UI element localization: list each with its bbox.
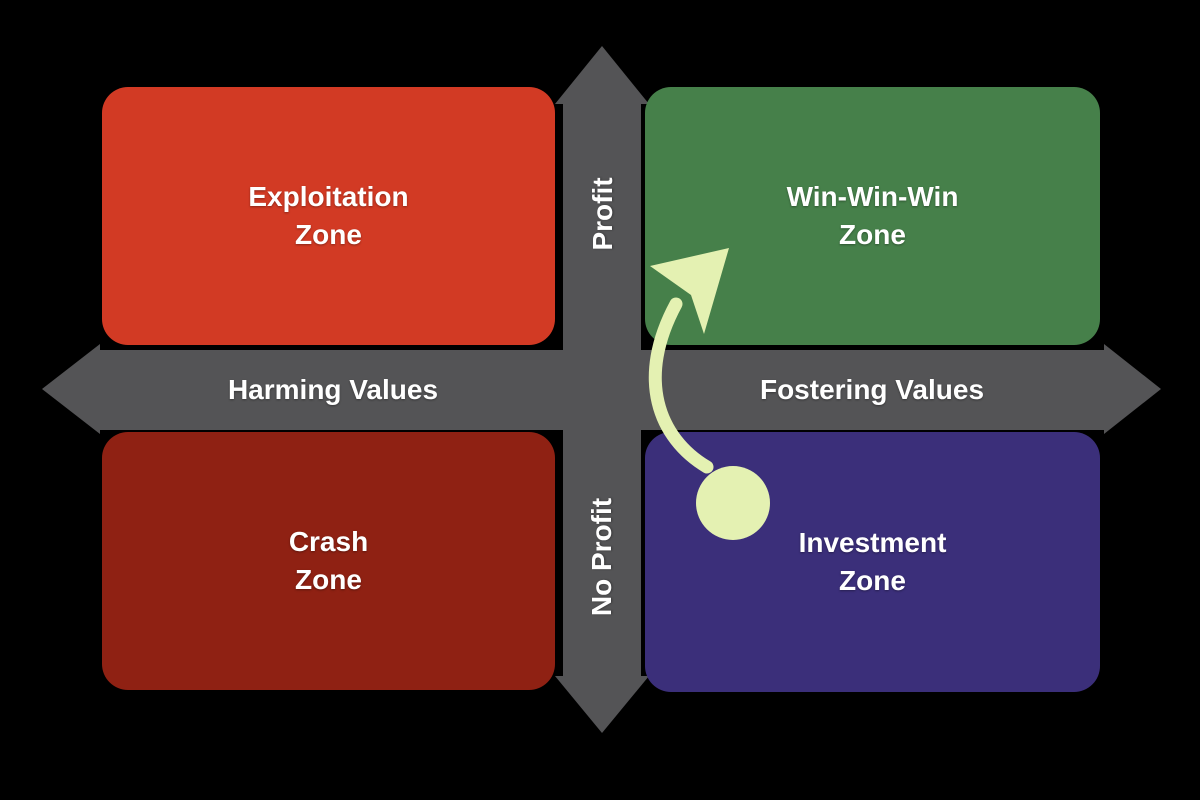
axis-label-harming-values: Harming Values	[227, 374, 439, 405]
quadrant-crash-zone: Crash Zone	[102, 432, 555, 690]
quadrant-label: Win-Win-Win	[786, 181, 959, 212]
axis-label-profit: Profit	[587, 177, 618, 251]
quadrant-label: Zone	[839, 219, 906, 250]
quadrant-label: Investment	[798, 527, 947, 558]
quadrant-exploitation-zone: Exploitation Zone	[102, 87, 555, 345]
vertical-axis-arrow	[555, 46, 649, 733]
horizontal-axis-arrow	[42, 344, 1161, 434]
quadrant-win-win-win-zone: Win-Win-Win Zone	[645, 87, 1100, 345]
quadrant-investment-zone: Investment Zone	[645, 432, 1100, 692]
quadrant-label: Zone	[839, 565, 906, 596]
quadrant-label: Exploitation	[248, 181, 409, 212]
quadrant-label: Crash	[288, 526, 369, 557]
axis-label-fostering-values: Fostering Values	[759, 374, 985, 405]
quadrant-label: Zone	[295, 219, 362, 250]
axis-label-no-profit: No Profit	[586, 497, 617, 617]
quadrant-label: Zone	[295, 564, 362, 595]
